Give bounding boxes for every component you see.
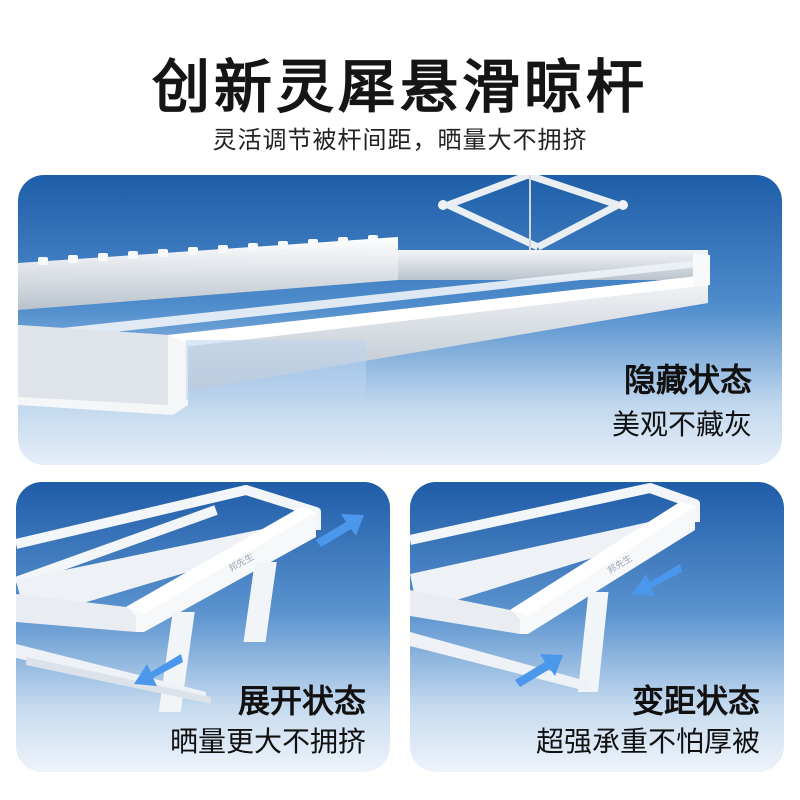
spacing-state-title: 变距状态 [631,682,760,720]
spacing-state-panel: 邦先生 变距状态 超强承重不怕厚被 [410,482,784,772]
hidden-state-panel: 隐藏状态 美观不藏灰 [18,175,782,465]
page-subtitle: 灵活调节被杆间距，晒量大不拥挤 [212,126,588,154]
expanded-state-title: 展开状态 [237,682,366,720]
expand-arrow-lower-icon [134,654,183,686]
hidden-state-title: 隐藏状态 [623,361,752,399]
page-title: 创新灵犀悬滑晾杆 [151,53,648,121]
spacing-state-description: 超强承重不怕厚被 [535,725,760,758]
expanded-state-panel: 邦先生 展开状态 晒量更大不拥挤 [16,482,390,772]
rack-spacing-illustration: 邦先生 [410,483,700,692]
hidden-state-description: 美观不藏灰 [611,408,752,441]
scissor-lift [446,175,620,251]
rack-expanded-illustration: 邦先生 [16,485,364,712]
rack-hidden-illustration [18,175,710,415]
expand-arrow-upper-icon [316,514,364,547]
contract-arrow-upper-icon [632,564,682,596]
contract-arrow-lower-icon [515,654,563,687]
expanded-state-description: 晒量更大不拥挤 [169,725,366,758]
